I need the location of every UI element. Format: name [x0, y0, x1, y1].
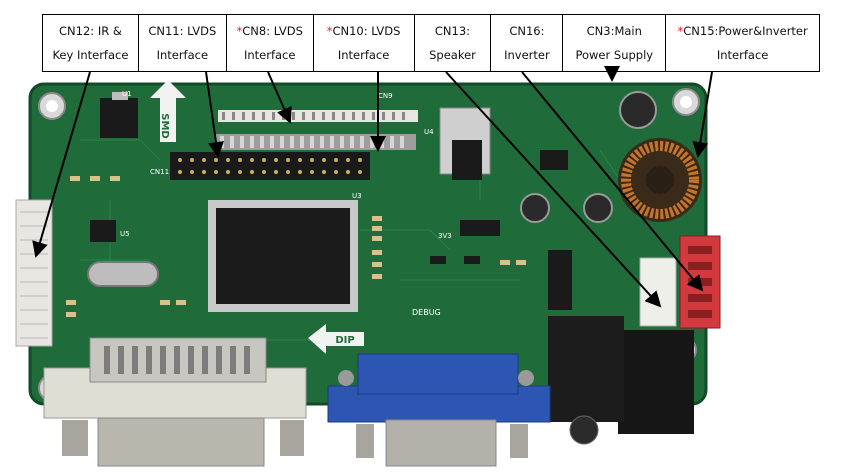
u3-label: U3 — [352, 192, 362, 200]
cn11-label: CN11 — [150, 168, 169, 176]
mounting-hole — [680, 96, 692, 108]
label-cn15: *CN15:Power&Inverter Interface — [666, 15, 821, 71]
v3v3-label: 3V3 — [438, 232, 452, 240]
label-cn13: CN13: Speaker — [415, 15, 492, 71]
dc-power-jack — [618, 330, 694, 434]
label-cn16: CN16: Inverter — [491, 15, 564, 71]
debug-label: DEBUG — [412, 308, 441, 317]
cn9-label: CN9 — [378, 92, 393, 100]
label-cn8: *CN8: LVDS Interface — [227, 15, 314, 71]
dc-jack-block — [548, 316, 624, 422]
chip — [540, 150, 568, 170]
smd-arrow-icon — [150, 80, 186, 142]
u1-regulator — [100, 98, 138, 138]
u4-label: U4 — [424, 128, 434, 136]
chip — [548, 250, 572, 310]
dip-label: DIP — [335, 335, 354, 346]
capacitor — [583, 193, 613, 223]
cn16-inverter-connector — [639, 257, 677, 327]
connector-label-table: CN12: IR & Key Interface CN11: LVDS Inte… — [42, 14, 821, 72]
label-cn11: CN11: LVDS Interface — [139, 15, 227, 71]
capacitor — [520, 193, 550, 223]
label-cn10: *CN10: LVDS Interface — [314, 15, 415, 71]
label-cn12: CN12: IR & Key Interface — [43, 15, 139, 71]
capacitor — [619, 91, 657, 129]
cn8-lvds-header — [218, 110, 418, 122]
dip-arrow-icon — [308, 324, 364, 354]
u5-label: U5 — [120, 230, 130, 238]
mounting-hole — [46, 100, 58, 112]
jumper — [460, 220, 500, 236]
smd-label: SMD — [159, 113, 170, 138]
u5-chip — [90, 220, 116, 242]
label-cn3: CN3:Main Power Supply — [563, 15, 667, 71]
crystal-oscillator — [87, 261, 159, 287]
cn11-lvds-header — [170, 152, 370, 180]
cn10-lvds-header — [216, 134, 416, 150]
u1-label: U1 — [122, 90, 132, 98]
